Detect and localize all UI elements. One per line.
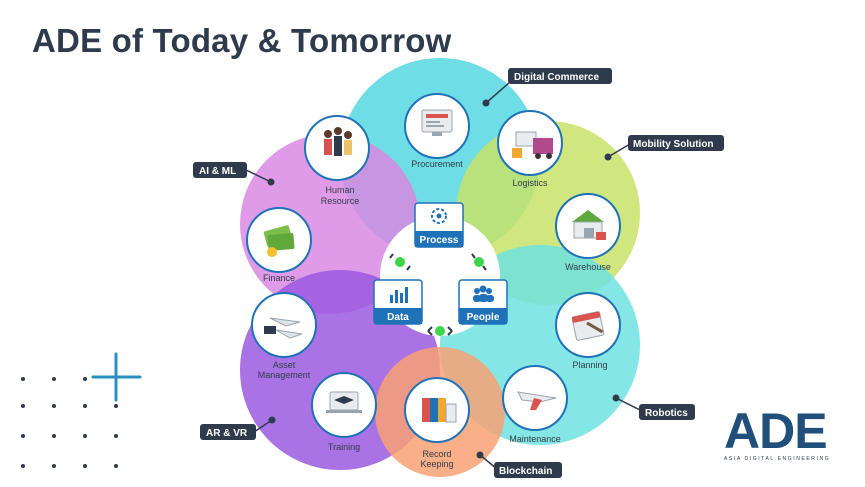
- tag-mobility-solution-label: Mobility Solution: [633, 139, 714, 150]
- asset-management-label-line1: Asset: [273, 360, 296, 370]
- logo-wordmark: ADE: [724, 403, 828, 459]
- tag-dots: [267, 99, 620, 459]
- tag-robotics: Robotics: [639, 404, 695, 420]
- warehouse-icon: [572, 210, 606, 240]
- planning-icon: [571, 311, 605, 341]
- record-keeping-label-line2: Keeping: [420, 459, 453, 469]
- ade-logo: ADE ASIA DIGITAL ENGINEERING: [724, 403, 844, 462]
- tag-ai-ml: AI & ML: [193, 162, 247, 178]
- hub-people: People: [458, 279, 508, 325]
- tag-digital-commerce-label: Digital Commerce: [514, 72, 599, 83]
- training-icon: [326, 391, 362, 413]
- hub-data: Data: [373, 279, 423, 325]
- maintenance-label: Maintenance: [509, 434, 561, 444]
- logistics-label: Logistics: [512, 178, 548, 188]
- link-process-people-icon: [471, 253, 487, 271]
- tag-ar-vr-label: AR & VR: [206, 428, 248, 439]
- record-keeping-label-line1: Record: [422, 449, 451, 459]
- hub-data-label: Data: [387, 312, 409, 323]
- tag-robotics-label: Robotics: [645, 408, 688, 419]
- procurement-icon: [421, 109, 453, 136]
- planning-label: Planning: [572, 360, 607, 370]
- tag-mobility-solution: Mobility Solution: [628, 135, 724, 151]
- hub-process-label: Process: [420, 235, 459, 246]
- link-process-data-icon: [389, 253, 411, 271]
- tag-ar-vr: AR & VR: [200, 424, 256, 440]
- link-data-people-icon: [427, 326, 453, 336]
- asset-management-icon: [264, 317, 303, 339]
- finance-icon: [263, 225, 295, 257]
- decorative-dots: [21, 377, 118, 468]
- tag-blockchain-label: Blockchain: [499, 466, 552, 477]
- human-resource-label-line2: Resource: [321, 196, 360, 206]
- warehouse-label: Warehouse: [565, 262, 611, 272]
- logistics-icon: [512, 131, 553, 159]
- hub-people-label: People: [467, 312, 500, 323]
- tag-blockchain: Blockchain: [494, 462, 562, 478]
- procurement-label: Procurement: [411, 159, 463, 169]
- human-resource-label-line1: Human: [325, 185, 354, 195]
- page-title: ADE of Today & Tomorrow: [32, 22, 452, 59]
- maintenance-icon: [517, 391, 557, 410]
- tag-ai-ml-label: AI & ML: [199, 166, 236, 177]
- tag-digital-commerce: Digital Commerce: [508, 68, 612, 84]
- node-circles: [246, 93, 621, 443]
- logo-tagline: ASIA DIGITAL ENGINEERING: [724, 456, 831, 462]
- human-resource-icon: [324, 127, 352, 156]
- asset-management-label-line2: Management: [258, 370, 311, 380]
- decorative-plus-icon: [91, 352, 142, 402]
- finance-label: Finance: [263, 273, 295, 283]
- training-label: Training: [328, 442, 360, 452]
- hub-process: Process: [414, 202, 464, 248]
- record-keeping-icon: [422, 398, 457, 423]
- link-icons: [389, 253, 487, 336]
